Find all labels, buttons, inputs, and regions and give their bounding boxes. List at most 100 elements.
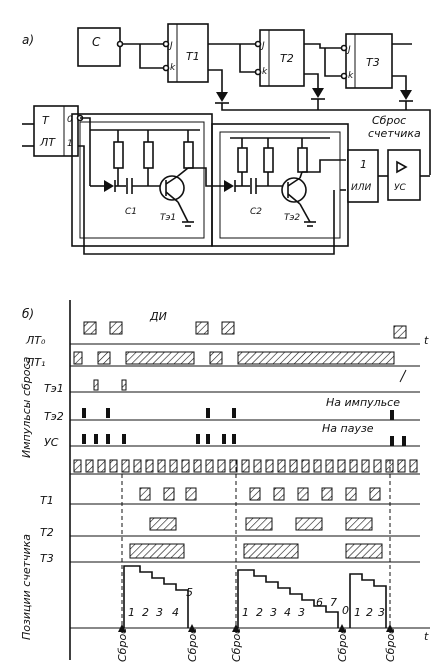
row-label-t3: Т3 [40, 552, 54, 565]
reset-label-4: Сброс [336, 628, 349, 662]
clock-pulse [97, 459, 106, 473]
on-pause-label: На паузе [322, 422, 374, 435]
count-2-7: 7 [330, 596, 337, 609]
on-pulse-label: На импульсе [326, 396, 400, 409]
clock-pulse [229, 459, 238, 473]
count-2-3: 3 [270, 606, 277, 619]
count-2-5: 3 [298, 606, 305, 619]
te1-label: Тэ1 [160, 213, 176, 223]
row-label-t1: Т1 [40, 494, 54, 507]
amplifier-block [387, 149, 421, 201]
reset-label-1: Сброс [116, 628, 129, 662]
amp-label: УС [394, 183, 406, 193]
clock-pulse [397, 459, 406, 473]
clock-pulse [157, 459, 166, 473]
lt0-pulses [83, 321, 407, 339]
count-1-1: 1 [128, 606, 135, 619]
reset-markers: Сброс Сброс Сброс Сброс Сброс [116, 460, 397, 662]
clock-pulse [409, 459, 418, 473]
clock-pulse [265, 459, 274, 473]
te2-label: Тэ2 [284, 213, 300, 223]
row-label-lt1: ЛТ₁ [25, 356, 45, 369]
t1-pin-j: J [168, 41, 173, 51]
t3-pin-j: J [346, 45, 351, 55]
clock-pulse [193, 459, 202, 473]
c2-label: С2 [250, 207, 262, 217]
row-label-lt0: ЛТ₀ [25, 334, 46, 347]
reset-label-2: Сброс [186, 628, 199, 662]
clock-pulse [241, 459, 250, 473]
panel-b-label: б) [22, 307, 34, 321]
or-gate [347, 149, 379, 203]
di-label: ДИ [149, 310, 167, 323]
t2-pin-k: k [262, 67, 268, 77]
clock-pulse [205, 459, 214, 473]
te2-pulses [82, 408, 394, 420]
panel-a-label: а) [22, 33, 34, 47]
timing-baselines [70, 343, 430, 629]
or-number: 1 [360, 158, 367, 171]
lt-out1-label: 1 [67, 139, 73, 149]
reset-label-line2: счетчика [368, 127, 421, 140]
t1-waveform [139, 487, 381, 501]
row-label-te2: Тэ2 [44, 410, 64, 423]
shaper-frame-2-inner [219, 131, 341, 239]
clock-pulse [289, 459, 298, 473]
t3-pin-k: k [348, 71, 354, 81]
lt-out0-label: 0 [67, 115, 73, 125]
count-1-4: 4 [172, 606, 179, 619]
clock-pulse [301, 459, 310, 473]
clock-pulse [313, 459, 322, 473]
count-1-5: 5 [186, 586, 193, 599]
lt1-pulses [73, 351, 395, 365]
clock-pulse [109, 459, 118, 473]
lt-t-label: Т [42, 114, 50, 127]
lt-trigger-block [33, 105, 79, 157]
clock-pulse [133, 459, 142, 473]
count-2-4: 4 [284, 606, 291, 619]
count-3-1: 1 [354, 606, 361, 619]
positions-group-label: Позиции счетчика [20, 534, 33, 640]
shaper-frame-1-inner [79, 121, 205, 239]
clock-pulse [325, 459, 334, 473]
shaper-frame-2 [211, 123, 349, 247]
generator-label: С [92, 35, 101, 49]
count-2-6: 6 [316, 596, 323, 609]
t-label-bottom: t [424, 630, 429, 643]
row-label-t2: Т2 [40, 526, 54, 539]
t2-pin-j: J [260, 41, 265, 51]
t-label-top: t [424, 334, 429, 347]
count-3-2: 2 [366, 606, 373, 619]
clock-pulse [85, 459, 94, 473]
c1-label: С1 [125, 207, 137, 217]
flipflop-t1 [167, 23, 209, 83]
clock-pulse [217, 459, 226, 473]
t2-waveform [149, 517, 373, 531]
t3-label: Т3 [366, 56, 380, 69]
impulse-group-label: Импульсы сброса [20, 356, 33, 458]
reset-label-3: Сброс [230, 628, 243, 662]
clock-pulse [73, 459, 82, 473]
reset-label-5: Сброс [384, 628, 397, 662]
row-label-te1: Тэ1 [44, 382, 64, 395]
count-1-3: 3 [156, 606, 163, 619]
t1-label: Т1 [186, 50, 200, 63]
clock-pulse [121, 459, 130, 473]
clock-pulses [73, 459, 418, 473]
lt-sub-label: ЛТ [39, 136, 56, 149]
clock-pulse [349, 459, 358, 473]
clock-pulse [337, 459, 346, 473]
clock-pulse [145, 459, 154, 473]
t1-pin-k: k [170, 63, 176, 73]
clock-pulse [253, 459, 262, 473]
count-2-2: 2 [256, 606, 263, 619]
te1-pulses [93, 369, 407, 391]
count-2-1: 1 [242, 606, 249, 619]
or-label: ИЛИ [351, 183, 372, 193]
t3-waveform [129, 543, 383, 559]
clock-pulse [373, 459, 382, 473]
count-3-3: 3 [378, 606, 385, 619]
t2-label: Т2 [280, 52, 294, 65]
clock-pulse [277, 459, 286, 473]
